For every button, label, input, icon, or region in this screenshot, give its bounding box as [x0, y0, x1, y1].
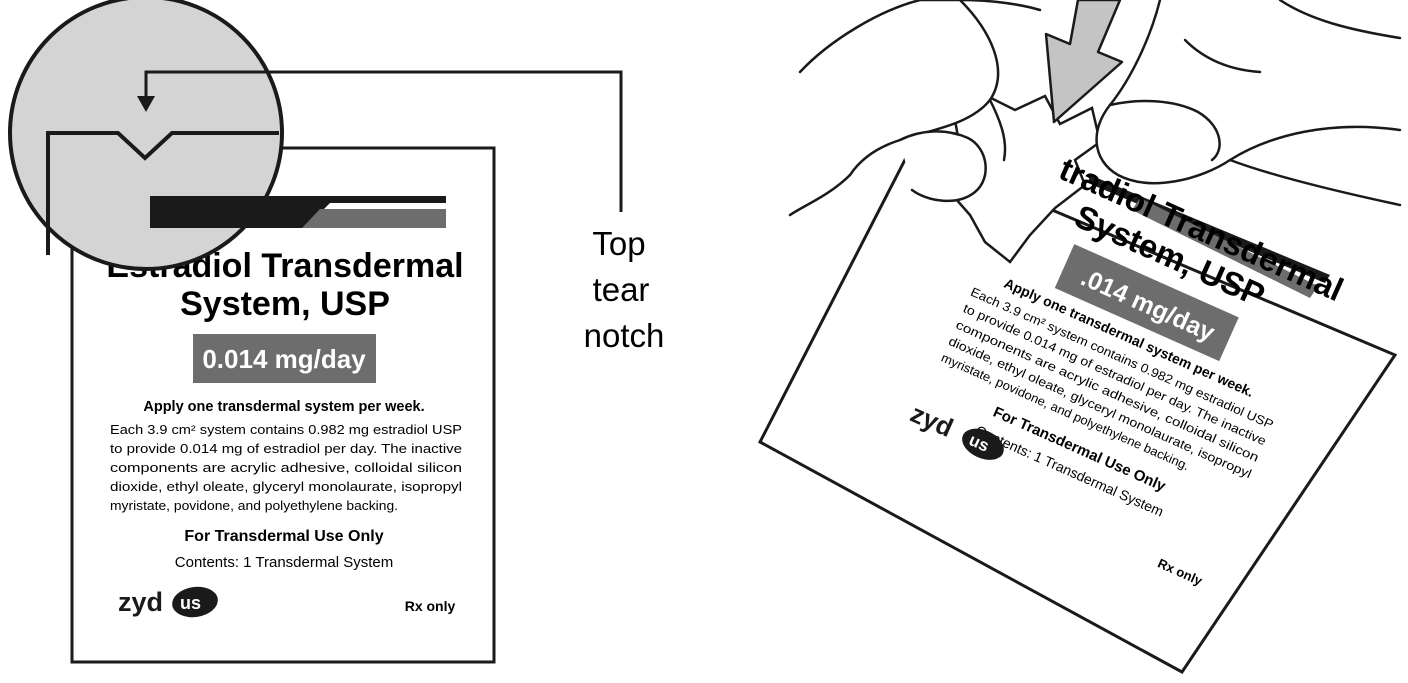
product-bar-stripe	[302, 209, 446, 228]
svg-text:zyd: zyd	[118, 587, 163, 617]
right-hand	[1097, 0, 1400, 205]
svg-text:us: us	[180, 593, 201, 613]
instruction-text: Apply one transdermal system per week.	[143, 399, 424, 415]
magnified-bar	[150, 196, 276, 228]
use-statement: For Transdermal Use Only	[184, 528, 383, 545]
description-line-1: Each 3.9 cm² system contains 0.982 mg es…	[110, 422, 462, 437]
dose-label: 0.014 mg/day	[202, 344, 366, 374]
rx-only: Rx only	[405, 598, 456, 614]
callout-line-tear: tear	[593, 271, 650, 308]
description-line-5: myristate, povidone, and polyethylene ba…	[110, 498, 398, 513]
contents-text: Contents: 1 Transdermal System	[175, 554, 393, 571]
description-line-3: components are acrylic adhesive, colloid…	[110, 460, 462, 475]
product-title-line2: System, USP	[180, 285, 390, 323]
magnifier	[10, 0, 282, 269]
callout-line-notch: notch	[584, 317, 665, 354]
callout-line-top: Top	[592, 225, 645, 262]
description-line-2: to provide 0.014 mg of estradiol per day…	[110, 441, 462, 456]
description-line-4: dioxide, ethyl oleate, glyceryl monolaur…	[110, 479, 462, 494]
